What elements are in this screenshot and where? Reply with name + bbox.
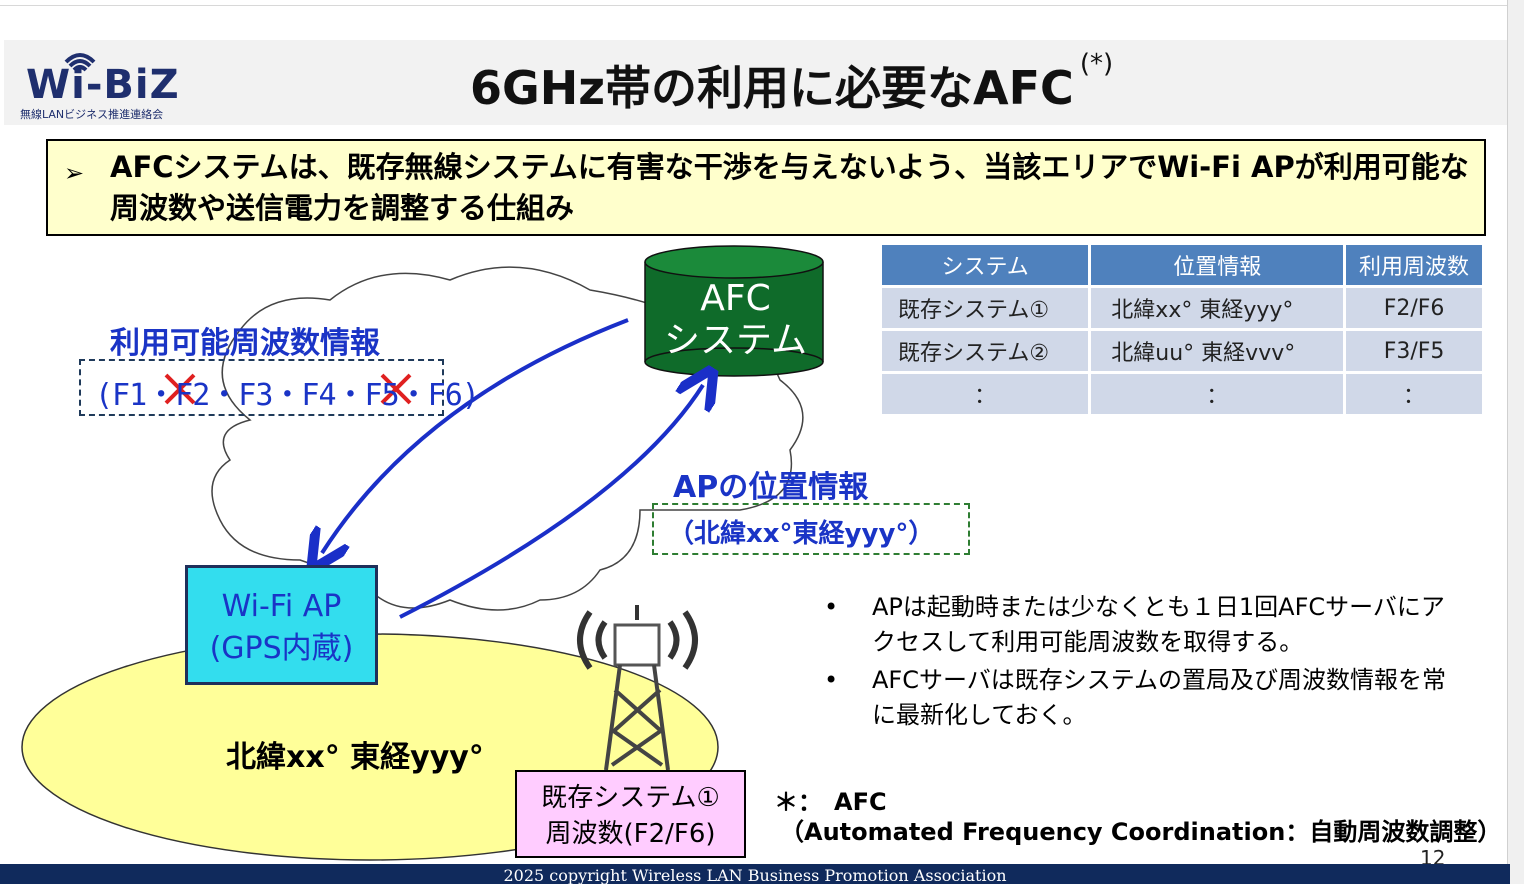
copyright-text: 2025 copyright Wireless LAN Business Pro… — [503, 866, 1007, 884]
afc-label-line1: AFC — [700, 278, 771, 319]
note-text: APは起動時または少なくとも１日1回AFCサーバにアクセスして利用可能周波数を取… — [872, 593, 1445, 656]
table-cell-position: ： — [1091, 374, 1344, 414]
cell-tower-icon — [577, 605, 698, 771]
system-info-table: システム 位置情報 利用周波数 既存システム① 北緯xx° 東経yyy° F2/… — [879, 242, 1485, 417]
footnote-line2: （Automated Frequency Coordination：自動周波数調… — [780, 818, 1502, 846]
ap-position-box: （北緯xx°東経yyy°） — [652, 503, 970, 555]
slide-title: 6GHz帯の利用に必要なAFC(*) — [470, 48, 1114, 118]
header-band — [4, 40, 1507, 125]
excluded-frequency-marks — [164, 373, 412, 405]
table-row: 既存システム② 北緯uu° 東経vvv° F3/F5 — [882, 331, 1482, 371]
ap-position-text: （北緯xx°東経yyy°） — [668, 519, 935, 549]
table-cell-system: 既存システム② — [882, 331, 1089, 371]
existing-system-box: 既存システム① 周波数(F2/F6) — [515, 770, 746, 858]
lead-text: AFCシステムは、既存無線システムに有害な干渉を与えないよう、当該エリアでWi-… — [110, 150, 1469, 225]
table-cell-system: ： — [882, 374, 1089, 414]
ap-position-title: APの位置情報 — [673, 470, 869, 505]
top-divider — [0, 5, 1510, 6]
table-header-row: システム 位置情報 利用周波数 — [882, 245, 1482, 285]
freq-info-title: 利用可能周波数情報 — [110, 326, 380, 361]
table-cell-position: 北緯uu° 東経vvv° — [1091, 331, 1344, 371]
existing-system-line2: 周波数(F2/F6) — [545, 819, 716, 849]
wifi-ap-line2: (GPS内蔵) — [209, 631, 354, 666]
bullet-arrow-icon: ➢ — [64, 159, 85, 187]
table-cell-frequency: ： — [1346, 374, 1482, 414]
logo-text: Wi-BiZ — [26, 62, 180, 108]
scrollbar[interactable] — [1507, 0, 1524, 884]
list-item: • APは起動時または少なくとも１日1回AFCサーバにアクセスして利用可能周波数を… — [818, 590, 1458, 660]
title-footnote-mark: (*) — [1079, 48, 1114, 79]
list-item: • AFCサーバは既存システムの置局及び周波数情報を常に最新化しておく。 — [818, 663, 1458, 733]
afc-database-icon — [644, 245, 824, 377]
note-text: AFCサーバは既存システムの置局及び周波数情報を常に最新化しておく。 — [872, 666, 1447, 729]
table-cell-frequency: F3/F5 — [1346, 331, 1482, 371]
wifi-signal-icon — [64, 53, 96, 72]
bullet-dot-icon: • — [824, 593, 839, 621]
freq-info-arrow — [322, 318, 629, 553]
table-header-frequency: 利用周波数 — [1346, 245, 1482, 285]
table-cell-system: 既存システム① — [882, 288, 1089, 328]
wibiz-logo: Wi-BiZ 無線LANビジネス推進連絡会 — [18, 44, 208, 124]
logo-subtitle: 無線LANビジネス推進連絡会 — [20, 108, 164, 121]
afc-label-line2: システム — [664, 320, 807, 361]
table-header-system: システム — [882, 245, 1089, 285]
existing-system-line1: 既存システム① — [541, 783, 720, 813]
table-row: ： ： ： — [882, 374, 1482, 414]
footnote-line1: ＊： AFC — [774, 788, 887, 816]
lead-box: ➢ AFCシステムは、既存無線システムに有害な干渉を与えないよう、当該エリアでW… — [46, 139, 1486, 236]
freq-info-text: (F1・F2・F3・F4・F5・F6) — [95, 378, 480, 413]
bullet-dot-icon: • — [824, 666, 839, 694]
table-header-position: 位置情報 — [1091, 245, 1344, 285]
table-cell-frequency: F2/F6 — [1346, 288, 1482, 328]
afc-system-label: AFC システム — [648, 278, 823, 362]
freq-info-box: (F1・F2・F3・F4・F5・F6) — [79, 359, 480, 416]
table-cell-position: 北緯xx° 東経yyy° — [1091, 288, 1344, 328]
afc-diagram — [21, 245, 824, 861]
area-coordinates: 北緯xx° 東経yyy° — [226, 740, 484, 775]
position-arrow — [399, 385, 703, 619]
table-row: 既存システム① 北緯xx° 東経yyy° F2/F6 — [882, 288, 1482, 328]
wifi-ap-line1: Wi-Fi AP — [221, 589, 342, 624]
slide-title-text: 6GHz帯の利用に必要なAFC — [470, 61, 1074, 115]
wifi-ap-box: Wi-Fi AP (GPS内蔵) — [185, 565, 378, 685]
notes-list: • APは起動時または少なくとも１日1回AFCサーバにアクセスして利用可能周波数を… — [818, 590, 1458, 736]
footer-band — [0, 864, 1510, 884]
